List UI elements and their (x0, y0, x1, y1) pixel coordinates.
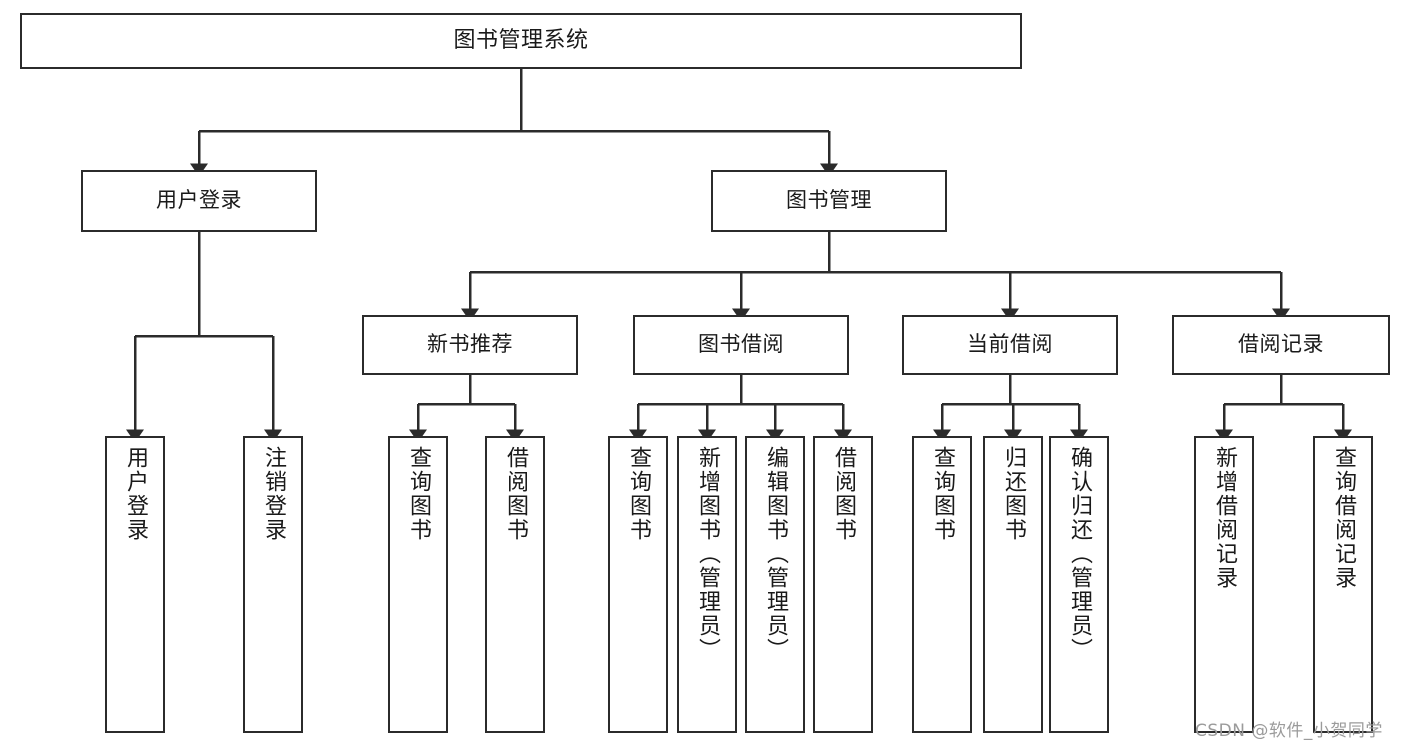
node-label: 查询图书 (626, 446, 651, 542)
node-book-manage[interactable]: 图书管理 (711, 170, 947, 232)
node-label: 用户登录 (123, 446, 148, 542)
node-label: 查询图书 (930, 446, 955, 542)
node-label: 新增图书（管理员） (695, 446, 720, 662)
node-leaf-user-login[interactable]: 用户登录 (105, 436, 165, 733)
node-label: 编辑图书（管理员） (763, 446, 788, 662)
node-leaf-query-book-1[interactable]: 查询图书 (388, 436, 448, 733)
node-leaf-query-book-2[interactable]: 查询图书 (608, 436, 668, 733)
node-leaf-query-record[interactable]: 查询借阅记录 (1313, 436, 1373, 733)
node-label: 图书借阅 (698, 332, 784, 357)
node-label: 归还图书 (1001, 446, 1026, 542)
node-label: 借阅图书 (503, 446, 528, 542)
node-leaf-borrow-book-2[interactable]: 借阅图书 (813, 436, 873, 733)
node-label: 当前借阅 (967, 332, 1053, 357)
csdn-watermark: CSDN @软件_小贺同学 (1195, 721, 1383, 741)
node-borrow-record[interactable]: 借阅记录 (1172, 315, 1390, 375)
node-book-borrow[interactable]: 图书借阅 (633, 315, 849, 375)
node-label: 查询借阅记录 (1331, 446, 1356, 590)
node-current-borrow[interactable]: 当前借阅 (902, 315, 1118, 375)
node-leaf-user-logout[interactable]: 注销登录 (243, 436, 303, 733)
node-leaf-edit-book[interactable]: 编辑图书（管理员） (745, 436, 805, 733)
node-label: 图书管理 (786, 188, 872, 213)
node-label: 确认归还（管理员） (1067, 446, 1092, 662)
node-leaf-query-book-3[interactable]: 查询图书 (912, 436, 972, 733)
node-leaf-add-record[interactable]: 新增借阅记录 (1194, 436, 1254, 733)
node-leaf-return-book[interactable]: 归还图书 (983, 436, 1043, 733)
node-new-book-rec[interactable]: 新书推荐 (362, 315, 578, 375)
node-root[interactable]: 图书管理系统 (20, 13, 1022, 69)
node-label: 用户登录 (156, 188, 242, 213)
node-label: 新书推荐 (427, 332, 513, 357)
edge-paths (125, 69, 1352, 443)
node-label: 图书管理系统 (453, 27, 589, 53)
node-label: 借阅图书 (831, 446, 856, 542)
node-label: 注销登录 (261, 446, 286, 542)
node-leaf-borrow-book-1[interactable]: 借阅图书 (485, 436, 545, 733)
node-label: 查询图书 (406, 446, 431, 542)
node-leaf-add-book[interactable]: 新增图书（管理员） (677, 436, 737, 733)
node-label: 新增借阅记录 (1212, 446, 1237, 590)
node-user-login[interactable]: 用户登录 (81, 170, 317, 232)
node-label: 借阅记录 (1238, 332, 1324, 357)
node-leaf-confirm-return[interactable]: 确认归还（管理员） (1049, 436, 1109, 733)
